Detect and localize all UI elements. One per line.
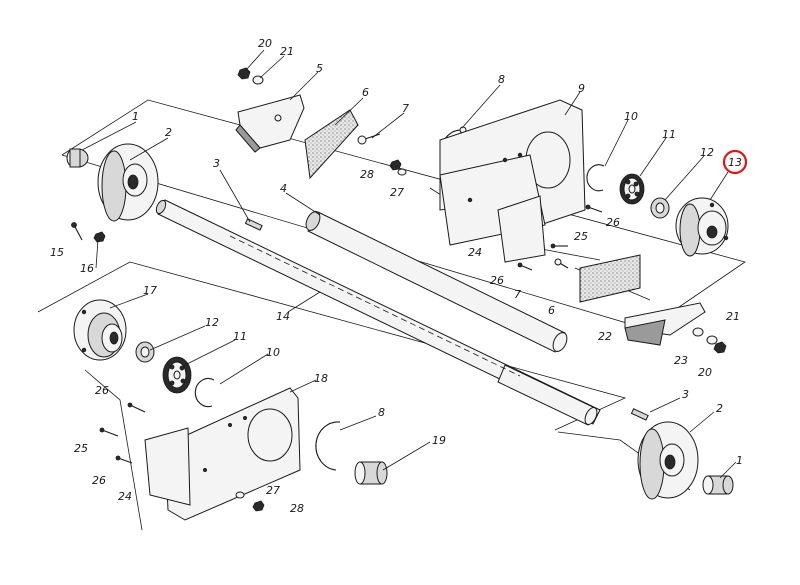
plate-6-right — [579, 254, 641, 303]
bushing-1-bottom — [702, 475, 734, 495]
plate-6-top — [304, 109, 359, 180]
nut-16 — [93, 231, 106, 243]
nut-20-right — [713, 341, 727, 354]
label-1-top: 1 — [132, 110, 139, 123]
washer-27-top — [397, 168, 407, 176]
label-22: 22 — [598, 330, 612, 343]
label-14: 14 — [276, 310, 290, 323]
leader-lines — [81, 49, 737, 479]
label-28-top: 28 — [360, 168, 374, 181]
bolt-7-top — [357, 133, 381, 145]
housing-18 — [144, 387, 301, 521]
label-1-bottom: 1 — [736, 454, 743, 467]
bolt-25-left — [99, 427, 119, 437]
label-10-left: 10 — [266, 346, 280, 359]
ring-12-left — [135, 341, 155, 363]
label-27-top: 27 — [390, 186, 404, 199]
label-26-top: 26 — [606, 216, 620, 229]
label-12-left: 12 — [205, 316, 219, 329]
pulley-2-top — [97, 143, 159, 222]
label-5: 5 — [316, 62, 323, 75]
label-3-top: 3 — [213, 157, 220, 170]
bushing-1-top — [66, 148, 89, 168]
screw-15 — [71, 222, 83, 241]
bracket-5 — [235, 94, 305, 153]
bolt-26-left-a — [127, 402, 146, 413]
bolt-26-top — [585, 204, 603, 213]
label-11-top: 11 — [662, 128, 676, 141]
shaft-4 — [305, 211, 568, 353]
label-28-bottom: 28 — [290, 502, 304, 515]
label-23: 23 — [674, 354, 688, 367]
label-6-top: 6 — [362, 86, 369, 99]
label-9: 9 — [578, 82, 585, 95]
washer-21-top — [252, 75, 264, 85]
key-3-top — [244, 218, 263, 231]
label-25-top: 25 — [574, 230, 588, 243]
label-25-left: 25 — [74, 442, 88, 455]
housing-9 — [439, 99, 586, 263]
label-19: 19 — [432, 434, 446, 447]
nut-20-top — [237, 67, 251, 80]
bushing-19 — [354, 461, 388, 485]
circlip-8-bottom — [315, 421, 341, 471]
label-6-right: 6 — [548, 304, 555, 317]
bolt-26-left-b — [115, 455, 133, 464]
washer-21-right — [706, 335, 718, 345]
label-21-right: 21 — [726, 310, 740, 323]
bolt-7-mid — [554, 258, 569, 269]
circlip-10-top — [586, 164, 605, 192]
bearing-11-left — [162, 356, 192, 394]
pulley-2-bottom — [637, 421, 699, 500]
label-16: 16 — [80, 262, 94, 275]
label-4: 4 — [280, 182, 287, 195]
nut-28-bottom — [252, 500, 265, 512]
washer-23 — [692, 327, 704, 337]
label-17: 17 — [143, 284, 157, 297]
highlight-circle-13 — [722, 149, 748, 175]
washer-27-bottom — [235, 491, 245, 499]
bearing-11-top — [619, 173, 645, 205]
label-21-top: 21 — [280, 45, 294, 58]
bolt-26-mid — [517, 262, 533, 271]
label-15: 15 — [50, 246, 64, 259]
label-11-left: 11 — [233, 330, 247, 343]
ring-12-top — [650, 197, 670, 219]
label-2-top: 2 — [165, 126, 172, 139]
label-8-bottom: 8 — [378, 406, 385, 419]
label-26-left-b: 26 — [92, 474, 106, 487]
circlip-10-left — [194, 378, 215, 408]
flange-17 — [73, 299, 127, 361]
nut-28-top — [389, 159, 402, 171]
label-13: 13 — [728, 156, 742, 169]
shaft-14 — [155, 199, 601, 426]
label-26-mid: 26 — [490, 274, 504, 287]
label-27-bottom: 27 — [266, 484, 280, 497]
label-24-top: 24 — [468, 246, 482, 259]
key-3-bottom — [630, 408, 649, 421]
flange-13 — [675, 197, 729, 257]
label-20-right: 20 — [698, 366, 712, 379]
label-8-top: 8 — [498, 73, 505, 86]
label-3-bottom: 3 — [682, 388, 689, 401]
label-20-top: 20 — [258, 37, 272, 50]
label-10-top: 10 — [624, 110, 638, 123]
label-26-left-a: 26 — [95, 384, 109, 397]
bracket-22 — [624, 302, 706, 346]
label-7-mid: 7 — [514, 288, 521, 301]
label-7-top: 7 — [402, 102, 409, 115]
label-12-top: 12 — [700, 146, 714, 159]
part-labels: 1 2 3 4 5 20 21 6 7 8 9 28 27 10 11 12 1… — [50, 37, 748, 515]
label-2-bottom: 2 — [716, 402, 723, 415]
bolt-25-top — [550, 243, 568, 249]
label-18: 18 — [314, 372, 328, 385]
label-24-bottom: 24 — [118, 490, 132, 503]
